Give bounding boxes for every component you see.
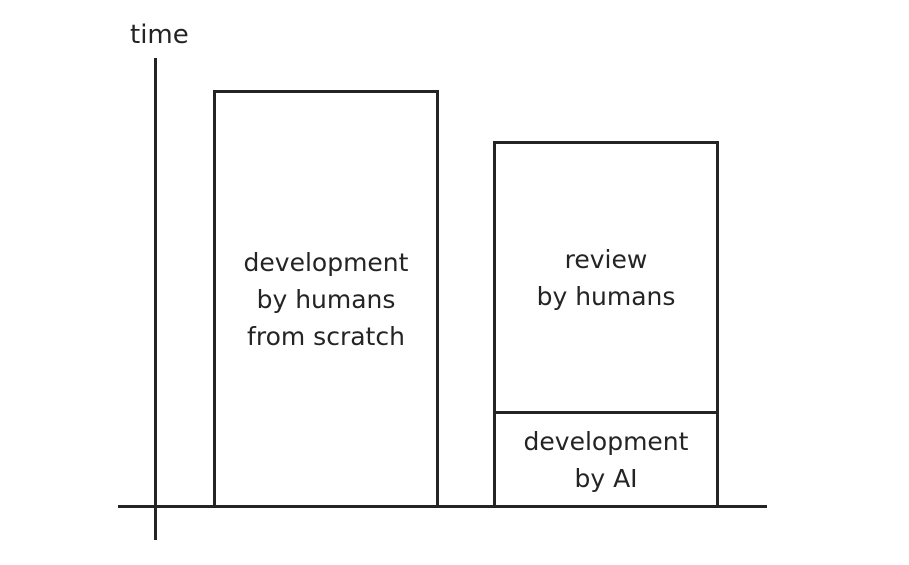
bar-label-line: by humans	[256, 284, 396, 314]
bar-label-line: development	[523, 426, 689, 456]
bar-label-line: development	[243, 247, 409, 277]
bar-label-line: by humans	[536, 281, 676, 311]
segment-review-by-humans: review by humans	[496, 144, 716, 414]
bar-label-line: by AI	[574, 463, 638, 493]
segment-development-by-ai: development by AI	[496, 414, 716, 505]
y-axis-line	[154, 58, 157, 540]
bar-development-by-humans-from-scratch: development by humans from scratch	[213, 90, 439, 508]
bar-ai-assisted-development: review by humans development by AI	[493, 141, 719, 508]
bar-label-line: review	[564, 244, 648, 274]
bar-label-line: from scratch	[247, 321, 405, 351]
x-axis-line	[118, 505, 767, 508]
y-axis-label: time	[130, 20, 189, 50]
